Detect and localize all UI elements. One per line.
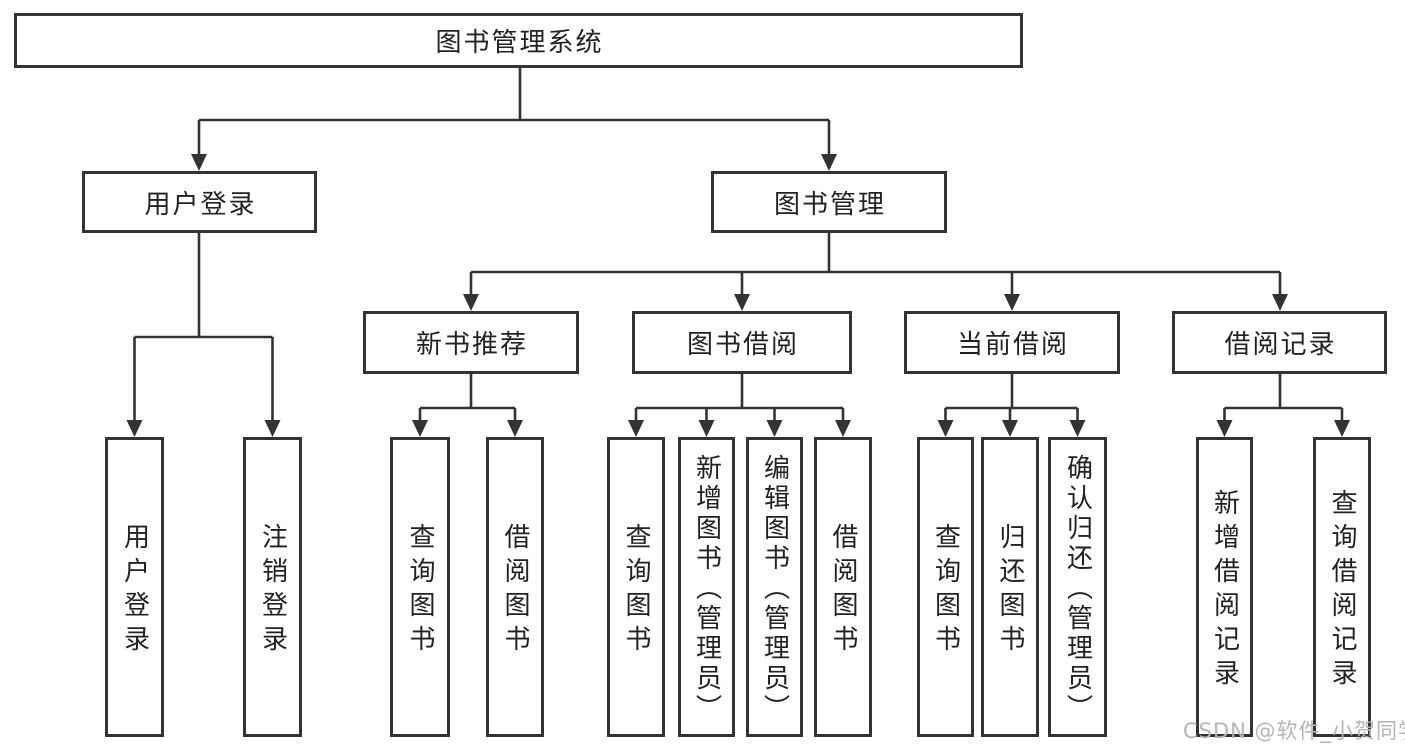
node-label: 当前借阅 (956, 330, 1069, 360)
node-cb-return-books: 归还图书 (981, 437, 1039, 737)
node-bb-add-books-admin: 新增图书（管理员） (678, 437, 735, 737)
node-bb-edit-books-admin: 编辑图书（管理员） (746, 437, 803, 737)
node-current-borrow: 当前借阅 (904, 311, 1120, 374)
node-label: 借阅记录 (1224, 330, 1337, 360)
node-leaf-logout: 注销登录 (243, 437, 302, 737)
node-label: 归还图书 (995, 523, 1025, 659)
node-label: 注销登录 (257, 523, 288, 659)
node-rec-borrow-books: 借阅图书 (486, 437, 544, 737)
node-label: 查询图书 (405, 523, 435, 659)
node-label: 用户登录 (119, 523, 150, 659)
node-label: 查询图书 (621, 523, 651, 659)
node-label: 查询借阅记录 (1327, 489, 1357, 693)
node-label: 图书管理 (773, 189, 886, 220)
node-br-add-record: 新增借阅记录 (1196, 437, 1253, 737)
node-bb-query-books: 查询图书 (607, 437, 665, 737)
node-label: 查询图书 (930, 523, 961, 659)
node-rec-query-books: 查询图书 (390, 437, 450, 737)
node-new-book-rec: 新书推荐 (363, 311, 579, 374)
node-label: 确认归还（管理员） (1062, 454, 1093, 724)
node-cb-confirm-return-admin: 确认归还（管理员） (1048, 437, 1107, 737)
node-bb-borrow-books: 借阅图书 (814, 437, 872, 737)
node-label: 新增借阅记录 (1209, 489, 1240, 693)
node-borrow-records: 借阅记录 (1172, 311, 1387, 374)
node-cb-query-books: 查询图书 (917, 437, 974, 737)
node-label: 新增图书（管理员） (691, 454, 722, 724)
node-br-query-record: 查询借阅记录 (1313, 437, 1371, 737)
node-label: 借阅图书 (500, 523, 530, 659)
node-label: 图书管理系统 (435, 28, 604, 58)
node-label: 用户登录 (144, 189, 257, 220)
node-book-mgmt: 图书管理 (711, 171, 947, 233)
node-leaf-user-login: 用户登录 (105, 437, 164, 737)
node-label: 图书借阅 (686, 330, 799, 360)
node-label: 借阅图书 (828, 523, 858, 659)
node-label: 编辑图书（管理员） (759, 454, 790, 724)
node-book-borrow: 图书借阅 (632, 311, 852, 374)
watermark: CSDN @软件_小贺同学 (1183, 719, 1405, 743)
node-user-login: 用户登录 (82, 171, 317, 233)
node-root: 图书管理系统 (14, 13, 1023, 68)
node-label: 新书推荐 (415, 330, 528, 360)
